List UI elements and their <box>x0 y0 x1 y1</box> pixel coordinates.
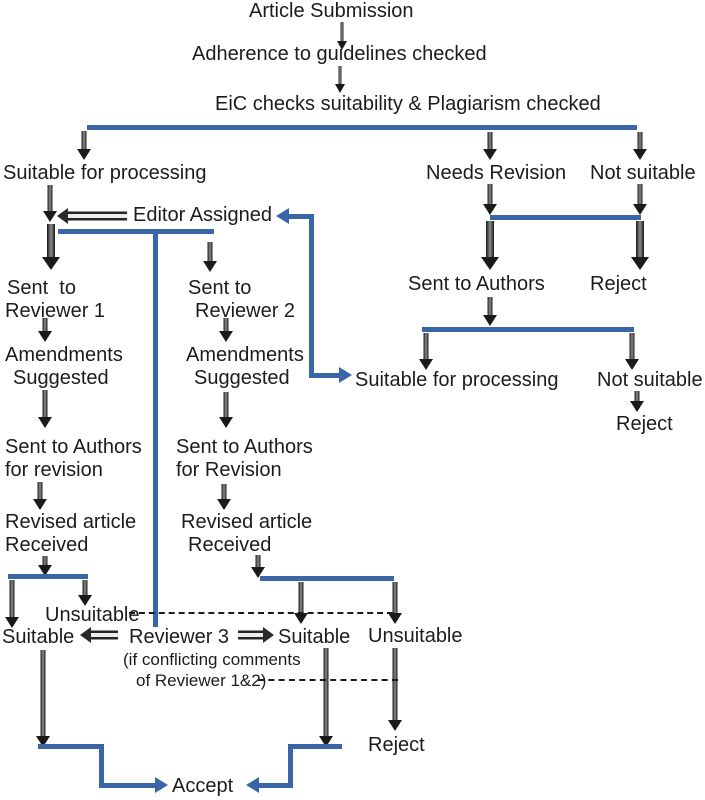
node-amendments2-line1: Amendments <box>186 344 304 366</box>
arrow-to-not-suitable-mid <box>622 333 642 370</box>
node-suitable-left: Suitable <box>2 626 75 648</box>
node-amendments1-line1: Amendments <box>5 344 123 366</box>
node-sent-to-reviewer2-line2: Reviewer 2 <box>195 300 296 322</box>
line-editor-to-reviewer3 <box>153 229 158 627</box>
arrowhead-into-accept-left <box>155 777 168 793</box>
arrow-reviewer2-to-amendments <box>216 318 236 342</box>
line-revised1-junction <box>8 574 88 579</box>
arrow-editor-assigned-to-flow <box>57 208 127 224</box>
arrow-reviewer3-to-suitable-left <box>80 627 118 643</box>
arrow-needs-revision-down <box>480 184 500 215</box>
node-sent-to-authors-right: Sent to Authors <box>408 273 545 295</box>
node-suitable-for-processing-left: Suitable for processing <box>3 162 207 184</box>
line-authors-decision-junction <box>422 327 634 332</box>
arrow-not-suitable-down <box>630 184 650 215</box>
arrow-sent-authors2-to-revised <box>214 484 234 510</box>
node-reject-right-top: Reject <box>590 273 647 295</box>
node-sent-authors2-line1: Sent to Authors <box>176 436 313 458</box>
node-article-submission: Article Submission <box>249 0 414 22</box>
node-revised2-line2: Received <box>188 534 272 556</box>
arrowhead-into-suitable-processing-mid <box>339 367 352 383</box>
node-suitable-for-processing-mid: Suitable for processing <box>355 369 559 391</box>
node-amendments2-line2: Suggested <box>194 367 290 389</box>
arrow-reviewer1-to-amendments <box>35 318 55 342</box>
node-editor-assigned: Editor Assigned <box>133 204 272 226</box>
node-revised1-line2: Received <box>5 534 89 556</box>
node-reviewer3: Reviewer 3 <box>129 626 230 648</box>
node-eic-check: EiC checks suitability & Plagiarism chec… <box>215 93 601 115</box>
node-amendments1-line2: Suggested <box>13 367 109 389</box>
arrow-unsuitable-to-reject-bottom <box>385 648 405 731</box>
arrow-sent-authors1-to-revised <box>30 482 50 510</box>
node-sent-authors1-line2: for revision <box>5 459 103 481</box>
line-accept-right-h2 <box>259 783 293 788</box>
arrowhead-into-editor-assigned <box>276 208 289 224</box>
arrow-to-suitable-right <box>291 582 311 624</box>
arrow-amendments2-to-sent-authors <box>216 392 236 428</box>
arrow-amendments1-to-sent-authors <box>35 390 55 428</box>
arrow-sent-authors-right-down <box>480 297 500 326</box>
line-needs-revision-junction <box>490 215 641 220</box>
node-accept: Accept <box>172 775 234 797</box>
arrow-to-sent-reviewer2 <box>200 242 220 272</box>
node-not-suitable-mid: Not suitable <box>597 369 703 391</box>
node-reject-bottom: Reject <box>368 734 425 756</box>
arrow-suitable-right-to-accept <box>316 648 336 747</box>
node-sent-to-reviewer1-line1: Sent to <box>7 277 76 299</box>
dashed-reviewer3-note-link <box>258 679 398 681</box>
arrow-banner-to-needs-revision <box>480 132 500 160</box>
line-accept-left-v <box>99 744 104 788</box>
node-sent-to-reviewer2-line1: Sent to <box>188 277 252 299</box>
line-loop-vertical <box>309 214 314 378</box>
arrow-revised2-down <box>248 555 268 578</box>
node-revised2-line1: Revised article <box>181 511 313 533</box>
node-needs-revision: Needs Revision <box>426 162 567 184</box>
arrow-suitable-left-to-accept <box>33 650 53 747</box>
node-reviewer3-note-line2: of Reviewer 1&2) <box>136 671 267 690</box>
line-accept-right-h1 <box>288 744 342 749</box>
line-editor-junction <box>58 229 214 234</box>
node-reviewer3-note-line1: (if conflicting comments <box>123 650 301 669</box>
line-loop-top <box>288 214 314 219</box>
node-reject-mid: Reject <box>616 413 673 435</box>
arrow-to-suitable-processing-mid <box>416 333 436 370</box>
arrow-to-sent-authors-right <box>480 221 500 270</box>
node-unsuitable-left: Unsuitable <box>45 604 140 626</box>
arrow-banner-to-not-suitable <box>630 132 650 160</box>
node-sent-authors1-line1: Sent to Authors <box>5 436 142 458</box>
node-sent-to-reviewer1-line2: Reviewer 1 <box>5 300 106 322</box>
arrow-adherence-to-eic <box>330 66 350 93</box>
line-accept-left-h1 <box>38 744 104 749</box>
line-top-banner <box>87 125 637 130</box>
arrow-reviewer3-to-suitable-right <box>238 627 274 643</box>
arrow-to-reject-right-top <box>630 221 650 270</box>
node-revised1-line1: Revised article <box>5 511 137 533</box>
arrow-submission-to-adherence <box>332 22 352 50</box>
arrow-to-unsuitable-left <box>75 580 95 606</box>
arrow-to-suitable-left <box>2 580 22 628</box>
node-unsuitable-right: Unsuitable <box>368 625 463 647</box>
dashed-unsuitable-left-link <box>129 612 393 614</box>
line-accept-left-h2 <box>99 783 157 788</box>
node-not-suitable-top: Not suitable <box>590 162 696 184</box>
arrow-not-suitable-to-reject-mid <box>627 391 647 412</box>
node-sent-authors2-line2: for Revision <box>176 459 282 481</box>
arrowhead-into-accept-right <box>246 777 259 793</box>
line-accept-right-v <box>288 744 293 788</box>
arrow-to-unsuitable-right <box>385 582 405 624</box>
arrow-revised1-down <box>35 556 55 576</box>
line-revised2-junction <box>260 576 394 581</box>
node-suitable-right: Suitable <box>278 626 351 648</box>
arrow-banner-to-suitable-left <box>74 131 94 160</box>
line-loop-bottom <box>309 373 341 378</box>
